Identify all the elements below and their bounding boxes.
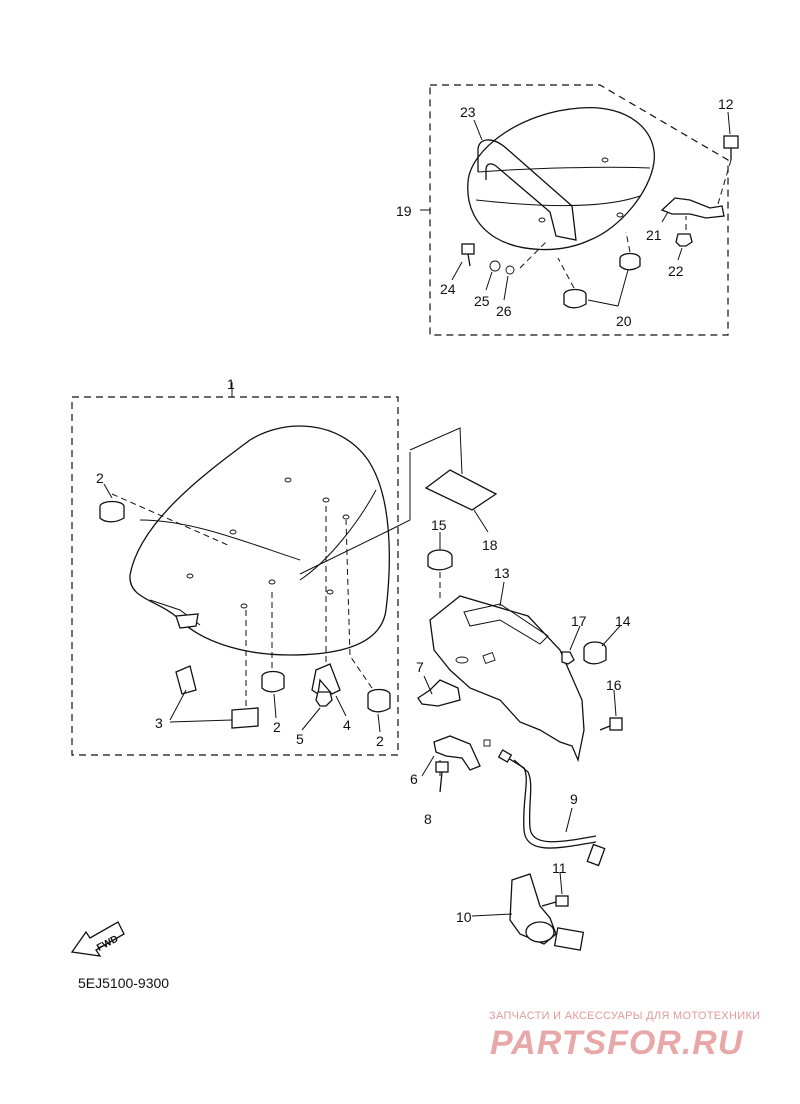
damper-20a bbox=[619, 252, 641, 271]
lock-bracket-assembly bbox=[417, 532, 623, 951]
callout-26: 26 bbox=[496, 303, 512, 319]
callout-23: 23 bbox=[460, 104, 476, 120]
callout-7: 7 bbox=[416, 659, 424, 675]
washer-26 bbox=[505, 265, 515, 275]
callout-2b: 2 bbox=[273, 719, 281, 735]
callout-12: 12 bbox=[718, 96, 734, 112]
rear-seat-assembly bbox=[420, 84, 739, 336]
callout-11: 11 bbox=[552, 860, 567, 876]
nut-5 bbox=[315, 691, 333, 707]
nut-22 bbox=[675, 233, 693, 247]
callout-4: 4 bbox=[343, 717, 351, 733]
callout-3: 3 bbox=[155, 715, 163, 731]
callout-10: 10 bbox=[456, 909, 472, 925]
rear-seat-cushion bbox=[467, 107, 655, 251]
bolt-12 bbox=[723, 135, 739, 160]
callout-19: 19 bbox=[396, 203, 412, 219]
callout-2c: 2 bbox=[376, 733, 384, 749]
callout-8: 8 bbox=[424, 811, 432, 827]
callout-2a: 2 bbox=[96, 470, 104, 486]
group-19-boundary bbox=[429, 84, 729, 336]
damper-2a bbox=[99, 500, 125, 523]
damper-2c bbox=[367, 688, 391, 713]
seat-tab bbox=[175, 613, 199, 629]
callout-17: 17 bbox=[571, 613, 587, 629]
damper-2b bbox=[261, 670, 285, 693]
callout-1: 1 bbox=[227, 376, 235, 392]
grommet-14 bbox=[583, 641, 607, 665]
bolt-8 bbox=[435, 761, 449, 793]
latch-6 bbox=[433, 735, 481, 771]
grab-bar bbox=[477, 139, 577, 241]
callout-25: 25 bbox=[474, 293, 490, 309]
callout-13: 13 bbox=[494, 565, 510, 581]
forward-direction-arrow: FWD bbox=[70, 921, 125, 957]
bracket-13 bbox=[429, 595, 585, 763]
callout-18: 18 bbox=[482, 537, 498, 553]
main-seat bbox=[129, 425, 390, 656]
clip-3b bbox=[231, 707, 259, 729]
callout-20: 20 bbox=[616, 313, 632, 329]
bolt-11 bbox=[541, 895, 569, 907]
bolt-24 bbox=[461, 243, 475, 267]
grommet-15 bbox=[427, 549, 453, 571]
bracket-4 bbox=[311, 663, 341, 696]
catalog-code: 5EJ5100-9300 bbox=[78, 975, 170, 991]
bracket-21 bbox=[660, 197, 725, 219]
washer-25 bbox=[489, 260, 501, 272]
callout-numbers: 1 2 2 2 3 4 5 6 7 8 9 10 11 12 13 14 15 … bbox=[96, 96, 734, 925]
fwd-label: FWD bbox=[95, 934, 120, 954]
watermark-logo: PARTSFOR.RU bbox=[490, 1024, 744, 1062]
group-1-boundary bbox=[71, 396, 399, 756]
callout-5: 5 bbox=[296, 731, 304, 747]
clip-3a bbox=[175, 665, 197, 695]
callout-16: 16 bbox=[606, 677, 622, 693]
callout-15: 15 bbox=[431, 517, 447, 533]
bolt-16 bbox=[599, 717, 623, 731]
cable-9 bbox=[507, 757, 597, 849]
callout-21: 21 bbox=[646, 227, 662, 243]
callout-14: 14 bbox=[615, 613, 631, 629]
hook-7 bbox=[417, 679, 461, 707]
callout-22: 22 bbox=[668, 263, 684, 279]
label-plate-18 bbox=[299, 427, 498, 575]
bolt-17 bbox=[561, 651, 575, 665]
watermark-tagline: ЗАПЧАСТИ И АКСЕССУАРЫ ДЛЯ МОТОТЕХНИКИ bbox=[489, 1010, 761, 1022]
callout-6: 6 bbox=[410, 771, 418, 787]
callout-24: 24 bbox=[440, 281, 456, 297]
main-seat-assembly bbox=[71, 382, 399, 756]
callout-9: 9 bbox=[570, 791, 578, 807]
damper-20b bbox=[563, 288, 587, 309]
